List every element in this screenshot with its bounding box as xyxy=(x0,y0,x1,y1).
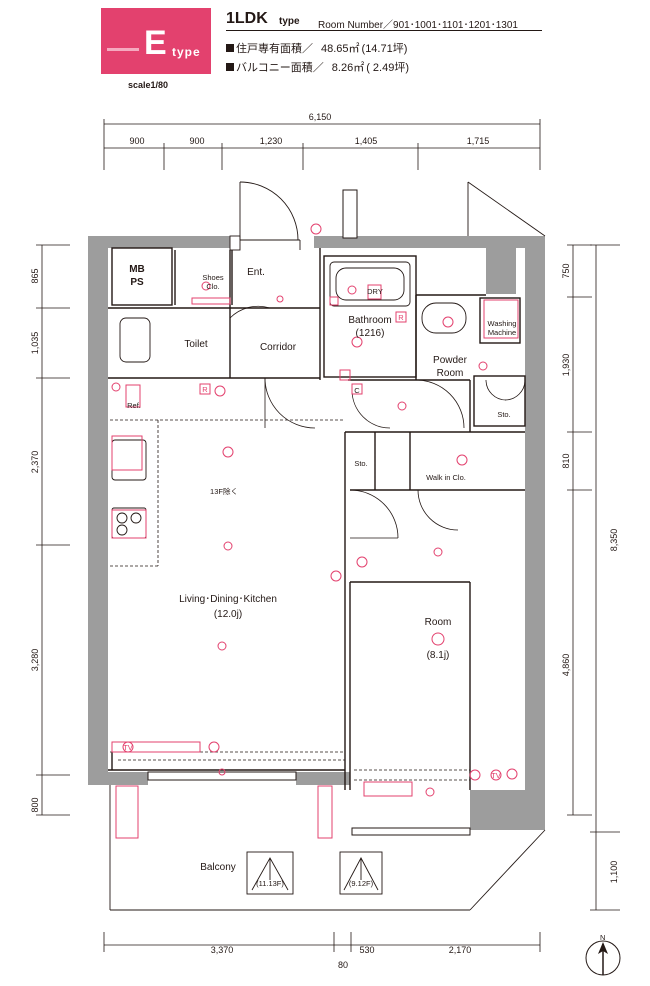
dim-right-total: 8,350 xyxy=(609,529,619,552)
bath-fixtures xyxy=(111,261,467,539)
dashed-lines xyxy=(110,419,470,781)
skylight-label-2: (9.12F) xyxy=(349,879,374,888)
dim-right-1: 750 xyxy=(561,263,571,278)
dim-left-3: 2,370 xyxy=(30,451,40,474)
exclusive-area-tsubo: (14.71坪) xyxy=(361,43,408,55)
balcony-area-label: バルコニー面積／ xyxy=(236,62,324,74)
balcony-area-tsubo: ( 2.49坪) xyxy=(366,62,409,74)
room-numbers: Room Number／901･1001･1101･1201･1301 xyxy=(318,20,518,31)
exclusive-area-label: 住戸専有面積／ xyxy=(236,43,313,55)
bathroom-label: Bathroom xyxy=(348,315,391,326)
dim-left-1: 865 xyxy=(30,268,40,283)
title-rule xyxy=(226,30,542,31)
electrical-marks xyxy=(111,223,519,839)
window-frames xyxy=(147,189,471,836)
dim-top-1: 900 xyxy=(129,136,144,146)
note-13f-label: 13F除く xyxy=(210,486,238,496)
skylight-label-1: (11.13F) xyxy=(256,879,284,888)
r-mark-2: R xyxy=(398,313,404,322)
type-badge: E type xyxy=(101,8,211,74)
dim-bottom-3: 2,170 xyxy=(449,945,472,955)
dim-bottom-1: 3,370 xyxy=(211,945,234,955)
corridor-label: Corridor xyxy=(260,342,297,353)
scale-label: scale1/80 xyxy=(128,80,169,90)
washing-label-2: Machine xyxy=(488,328,516,337)
plan-header: E type scale1/80 1LDK type Room Number／9… xyxy=(0,0,650,100)
dim-top-4: 1,405 xyxy=(355,136,378,146)
dim-left-2: 1,035 xyxy=(30,332,40,355)
room-label: Room xyxy=(425,617,452,628)
square-bullet-icon xyxy=(226,63,234,71)
tv-mark-1: TV xyxy=(123,743,133,752)
ldk-size: (12.0j) xyxy=(214,609,242,620)
dim-bottom-small: 80 xyxy=(338,960,348,970)
balcony-area: バルコニー面積／ 8.26㎡( 2.49坪) xyxy=(226,59,409,75)
dim-top-2: 900 xyxy=(189,136,204,146)
exterior-lines xyxy=(109,181,546,911)
dim-left-5: 800 xyxy=(30,797,40,812)
balcony-hatches xyxy=(246,851,383,895)
structure-walls xyxy=(88,236,545,830)
exclusive-area-value: 48.65㎡ xyxy=(321,43,360,55)
storage-label-2: Sto. xyxy=(354,459,367,468)
unit-type: type xyxy=(279,16,300,27)
shoes-label-2: Clo. xyxy=(206,282,219,291)
r-mark-1: R xyxy=(202,385,208,394)
north-label: N xyxy=(600,933,605,942)
exclusive-area: 住戸専有面積／ 48.65㎡(14.71坪) xyxy=(226,40,407,56)
dry-label: DRY xyxy=(367,287,383,296)
washing-label-1: Washing xyxy=(488,319,517,328)
entry-door xyxy=(229,181,301,251)
mbps-label-1: MB xyxy=(129,264,145,275)
unit-title: 1LDK xyxy=(226,10,268,27)
dim-bottom-2: 530 xyxy=(359,945,374,955)
ref-label: Ref. xyxy=(127,401,141,410)
room-size: (8.1j) xyxy=(427,650,450,661)
powder-room-label-2: Room xyxy=(437,368,464,379)
dim-right-2: 1,930 xyxy=(561,354,571,377)
dim-top-3: 1,230 xyxy=(260,136,283,146)
walk-in-closet-label: Walk in Clo. xyxy=(426,473,466,482)
toilet-label: Toilet xyxy=(184,339,208,350)
c-mark: C xyxy=(354,386,360,395)
balcony-area-value: 8.26㎡ xyxy=(331,62,365,74)
dim-top-5: 1,715 xyxy=(467,136,490,146)
dim-right-bottom: 1,100 xyxy=(609,861,619,884)
badge-dash xyxy=(107,48,139,51)
dim-left-4: 3,280 xyxy=(30,649,40,672)
ldk-label: Living･Dining･Kitchen xyxy=(179,594,277,605)
entrance-label: Ent. xyxy=(247,267,265,278)
bathroom-size: (1216) xyxy=(356,328,385,339)
dim-right-4: 4,860 xyxy=(561,654,571,677)
type-letter: E xyxy=(144,24,167,62)
shoes-label-1: Shoes xyxy=(202,273,224,282)
dimension-lines xyxy=(36,119,620,952)
dim-right-3: 810 xyxy=(561,453,571,468)
balcony-label: Balcony xyxy=(200,862,236,873)
storage-label-1: Sto. xyxy=(497,410,510,419)
door-swings xyxy=(229,305,526,539)
square-bullet-icon xyxy=(226,44,234,52)
tv-mark-2: TV xyxy=(491,771,501,780)
powder-room-label-1: Powder xyxy=(433,355,468,366)
mbps-label-2: PS xyxy=(130,277,144,288)
type-suffix: type xyxy=(172,45,201,59)
north-arrow-icon xyxy=(585,940,621,976)
interior-walls xyxy=(108,247,526,790)
dim-top-total: 6,150 xyxy=(309,112,332,122)
